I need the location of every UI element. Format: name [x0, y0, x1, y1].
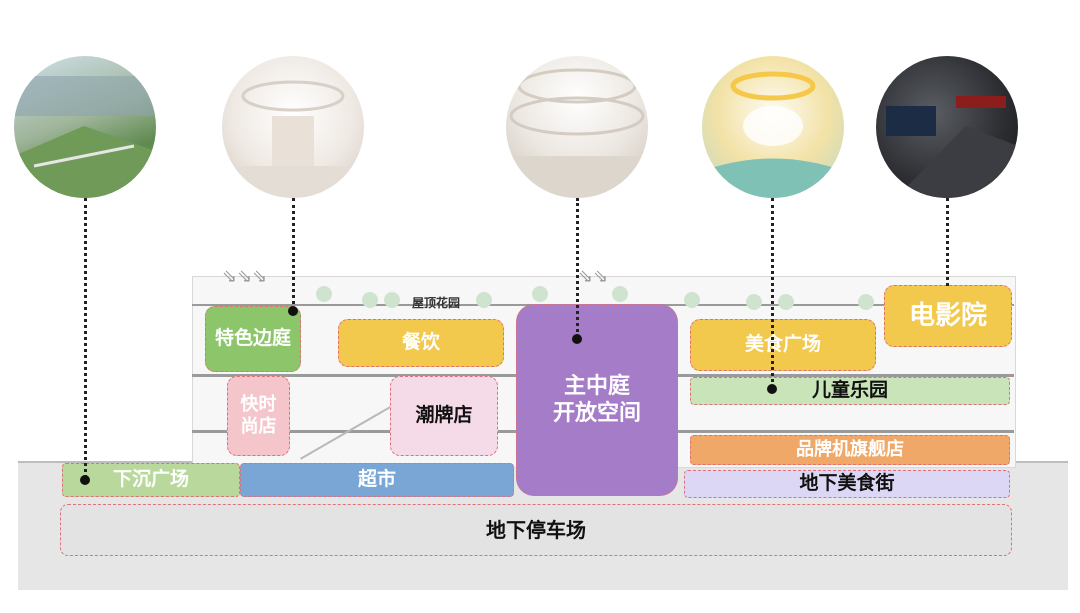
- connector-dot: [767, 384, 777, 394]
- cinema-photo-scene: [886, 96, 1018, 198]
- zone-brand-flagship: 品牌机旗舰店: [690, 435, 1010, 465]
- courtyard-photo: [222, 56, 364, 198]
- connector-line: [946, 198, 949, 286]
- wind-arrows-icon: ⇘⇘: [578, 266, 609, 287]
- roof-tree: [778, 294, 794, 310]
- connector-dot: [288, 306, 298, 316]
- connector-line: [576, 198, 579, 338]
- roof-tree: [476, 292, 492, 308]
- roof-tree: [532, 286, 548, 302]
- roof-tree: [384, 292, 400, 308]
- atrium-photo: [506, 56, 648, 198]
- sunken-plaza-photo-scene: [14, 76, 156, 198]
- connector-dot: [572, 334, 582, 344]
- roof-garden-label: 屋顶花园: [412, 296, 461, 310]
- kids-park-photo: [702, 56, 844, 198]
- roof-tree: [612, 286, 628, 302]
- zone-underground-parking: 地下停车场: [60, 504, 1012, 556]
- sunken-plaza-photo: [14, 56, 156, 198]
- atrium-photo-scene: [506, 68, 648, 198]
- roof-tree: [858, 294, 874, 310]
- kids-park-photo-scene: [702, 71, 844, 198]
- zone-feature-courtyard: 特色边庭: [205, 306, 301, 372]
- connector-line: [84, 198, 87, 478]
- courtyard-photo-scene: [222, 80, 364, 198]
- roof-tree: [684, 292, 700, 308]
- wind-arrows-icon: ⇘⇘⇘: [222, 266, 268, 287]
- zone-fast-fashion: 快时 尚店: [227, 376, 290, 456]
- roof-tree: [746, 294, 762, 310]
- connector-line: [292, 198, 295, 310]
- cinema-photo: [876, 56, 1018, 198]
- zone-main-atrium: 主中庭 开放空间: [516, 304, 678, 496]
- roof-tree: [362, 292, 378, 308]
- zone-cinema: 电影院: [884, 285, 1012, 347]
- zone-sunken-plaza: 下沉广场: [62, 463, 240, 497]
- zone-underground-food-street: 地下美食街: [684, 470, 1010, 498]
- roof-tree: [316, 286, 332, 302]
- zone-food-plaza: 美食广场: [690, 319, 876, 371]
- connector-line: [771, 198, 774, 388]
- zone-trend-store: 潮牌店: [390, 376, 498, 456]
- zone-kids-park: 儿童乐园: [690, 377, 1010, 405]
- zone-dining: 餐饮: [338, 319, 504, 367]
- zone-supermarket: 超市: [240, 463, 514, 497]
- connector-dot: [80, 475, 90, 485]
